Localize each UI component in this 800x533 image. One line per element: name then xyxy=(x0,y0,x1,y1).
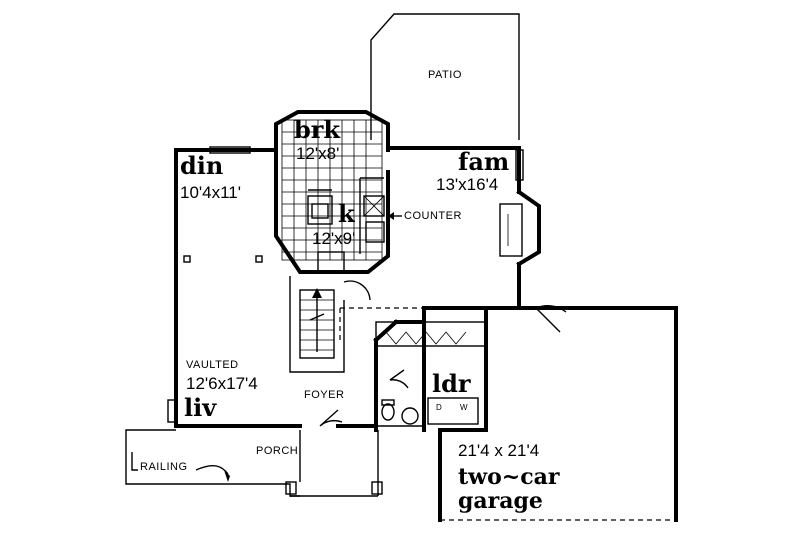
garage-walls xyxy=(422,306,678,522)
washer-label: W xyxy=(460,403,468,412)
laundry-door-swing xyxy=(389,369,409,389)
kitchen-label: k xyxy=(338,199,355,228)
window-living xyxy=(167,399,177,423)
range xyxy=(307,195,333,225)
porch-post-right xyxy=(371,481,383,495)
stairs xyxy=(289,276,371,373)
dining-room-label: din xyxy=(180,151,224,180)
patio-outline xyxy=(370,13,520,140)
railing-pointer xyxy=(195,464,229,475)
dishwasher xyxy=(365,221,385,243)
sink xyxy=(363,195,385,217)
garage-door-swing xyxy=(535,305,567,333)
breakfast-bay-wall xyxy=(274,110,390,152)
patio-label: PATIO xyxy=(428,69,462,81)
kitchen-floor-grid xyxy=(281,119,383,261)
garage-label-line1: two~car xyxy=(458,464,560,490)
garage-label-line2: garage xyxy=(458,488,543,514)
foyer-label: FOYER xyxy=(304,389,345,401)
family-room-label: fam xyxy=(458,147,510,176)
window-family xyxy=(515,149,524,181)
breakfast-room-dimensions: 12'x8' xyxy=(296,144,340,163)
garage-dimensions: 21'4 x 21'4 xyxy=(458,441,540,460)
porch-post-left xyxy=(285,481,297,495)
vaulted-label: VAULTED xyxy=(186,359,239,371)
refrigerator xyxy=(317,251,345,273)
toilet xyxy=(381,403,395,421)
window-dining xyxy=(209,146,251,154)
counter-label: COUNTER xyxy=(404,210,462,222)
family-room-dimensions: 13'x16'4 xyxy=(436,175,499,194)
front-door-swing xyxy=(319,409,343,427)
dryer-label: D xyxy=(436,403,442,412)
fireplace-outline xyxy=(516,189,541,267)
exterior-wall-top-right xyxy=(386,146,521,194)
living-room-label: liv xyxy=(184,393,217,422)
laundry-room-label: ldr xyxy=(432,369,471,398)
living-room-dimensions: 12'6x17'4 xyxy=(186,374,258,393)
fireplace xyxy=(499,203,523,257)
dining-room-dimensions: 10'4x11' xyxy=(180,183,242,202)
porch-label: PORCH xyxy=(256,445,299,457)
laundry-sink xyxy=(401,407,419,425)
breakfast-room-label: brk xyxy=(294,115,341,144)
laundry-cabinets xyxy=(375,321,487,425)
railing-label: RAILING xyxy=(140,461,188,473)
kitchen-dimensions: 12'x9' xyxy=(312,229,356,248)
